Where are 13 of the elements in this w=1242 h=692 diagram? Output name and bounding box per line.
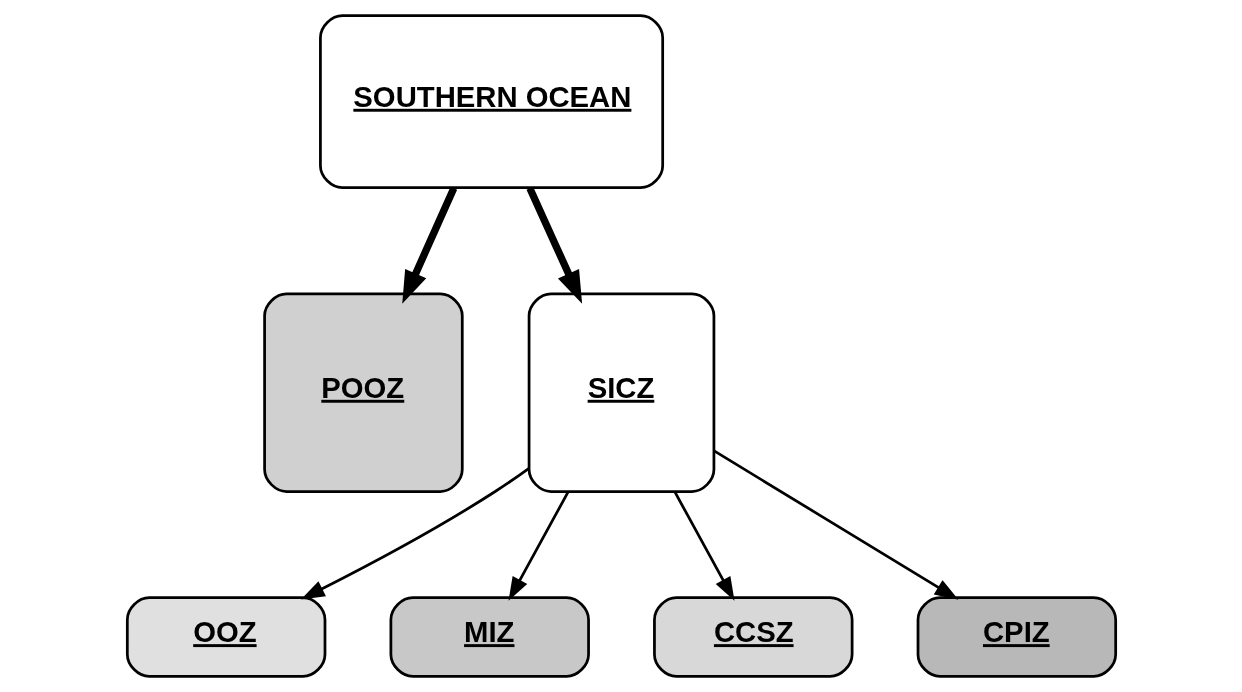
node-box: CCSZ xyxy=(652,596,853,678)
node-box: MIZ xyxy=(389,596,590,678)
arrow xyxy=(526,186,582,304)
arrow xyxy=(712,449,958,600)
arrow xyxy=(300,467,530,600)
node-box: OOZ xyxy=(125,596,326,678)
node-box: POOZ xyxy=(262,292,464,493)
node-box: CPIZ xyxy=(916,596,1117,678)
arrow xyxy=(401,186,457,304)
node-box: SOUTHERN OCEAN xyxy=(318,14,664,190)
arrow xyxy=(508,491,569,601)
arrow xyxy=(673,491,734,601)
node-box: SICZ xyxy=(527,292,715,493)
